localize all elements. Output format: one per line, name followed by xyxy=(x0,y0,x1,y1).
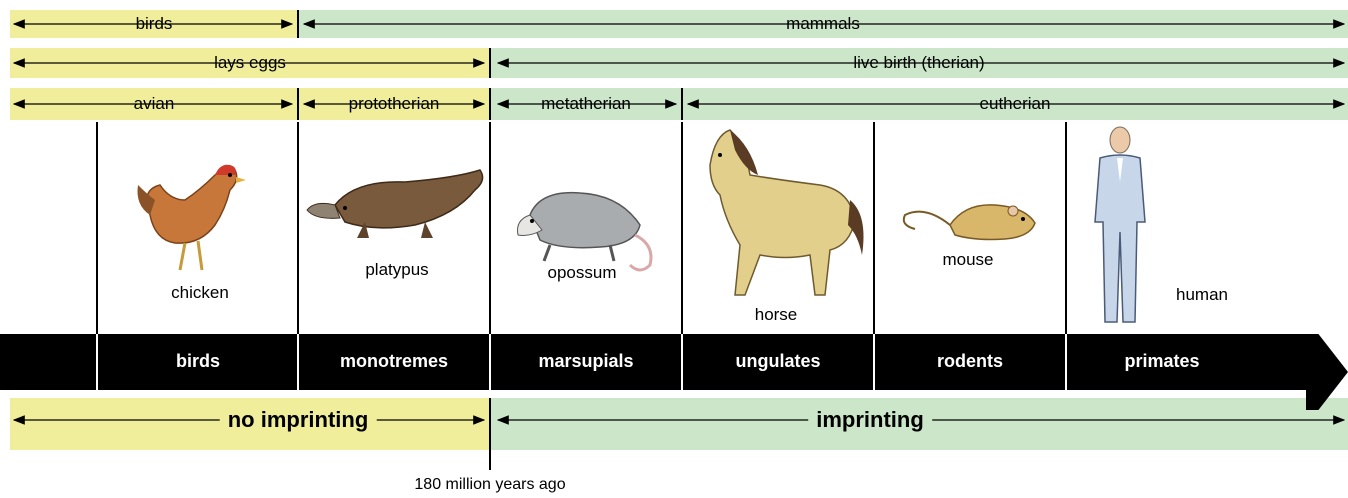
animal-label-mouse: mouse xyxy=(942,250,993,270)
time-marker-line xyxy=(489,398,491,470)
animal-label-platypus: platypus xyxy=(365,260,428,280)
chicken-illustration xyxy=(130,155,255,280)
timeline-arrow xyxy=(0,334,1348,410)
imprinting-label: imprinting xyxy=(808,407,932,433)
live-birth-label: live birth (therian) xyxy=(490,48,1348,78)
animal-label-human: human xyxy=(1176,285,1228,305)
lays-eggs-label: lays eggs xyxy=(10,48,490,78)
animal-label-opossum: opossum xyxy=(548,263,617,283)
divider-prototherian-metatherian xyxy=(489,88,491,120)
divider-metatherian-eutherian xyxy=(681,88,683,120)
group-label-rodents: rodents xyxy=(937,351,1003,372)
eutherian-label: eutherian xyxy=(682,88,1348,120)
animal-label-horse: horse xyxy=(755,305,798,325)
divider-eggs-birth xyxy=(489,48,491,78)
mouse-illustration xyxy=(895,195,1045,250)
group-label-marsupials: marsupials xyxy=(538,351,633,372)
birds-band-label: birds xyxy=(10,10,298,38)
mammals-band-label: mammals xyxy=(298,10,1348,38)
avian-label: avian xyxy=(10,88,298,120)
human-illustration xyxy=(1085,122,1155,332)
time-marker-label: 180 million years ago xyxy=(414,476,565,494)
group-label-monotremes: monotremes xyxy=(340,351,448,372)
group-label-birds: birds xyxy=(176,351,220,372)
metatherian-label: metatherian xyxy=(490,88,682,120)
animal-label-chicken: chicken xyxy=(171,283,229,303)
no-imprinting-label: no imprinting xyxy=(220,407,377,433)
platypus-illustration xyxy=(305,160,490,250)
group-label-primates: primates xyxy=(1124,351,1199,372)
group-label-ungulates: ungulates xyxy=(735,351,820,372)
divider-birds-mammals xyxy=(297,10,299,38)
horse-illustration xyxy=(690,125,870,305)
divider-avian-prototherian xyxy=(297,88,299,120)
prototherian-label: prototherian xyxy=(298,88,490,120)
